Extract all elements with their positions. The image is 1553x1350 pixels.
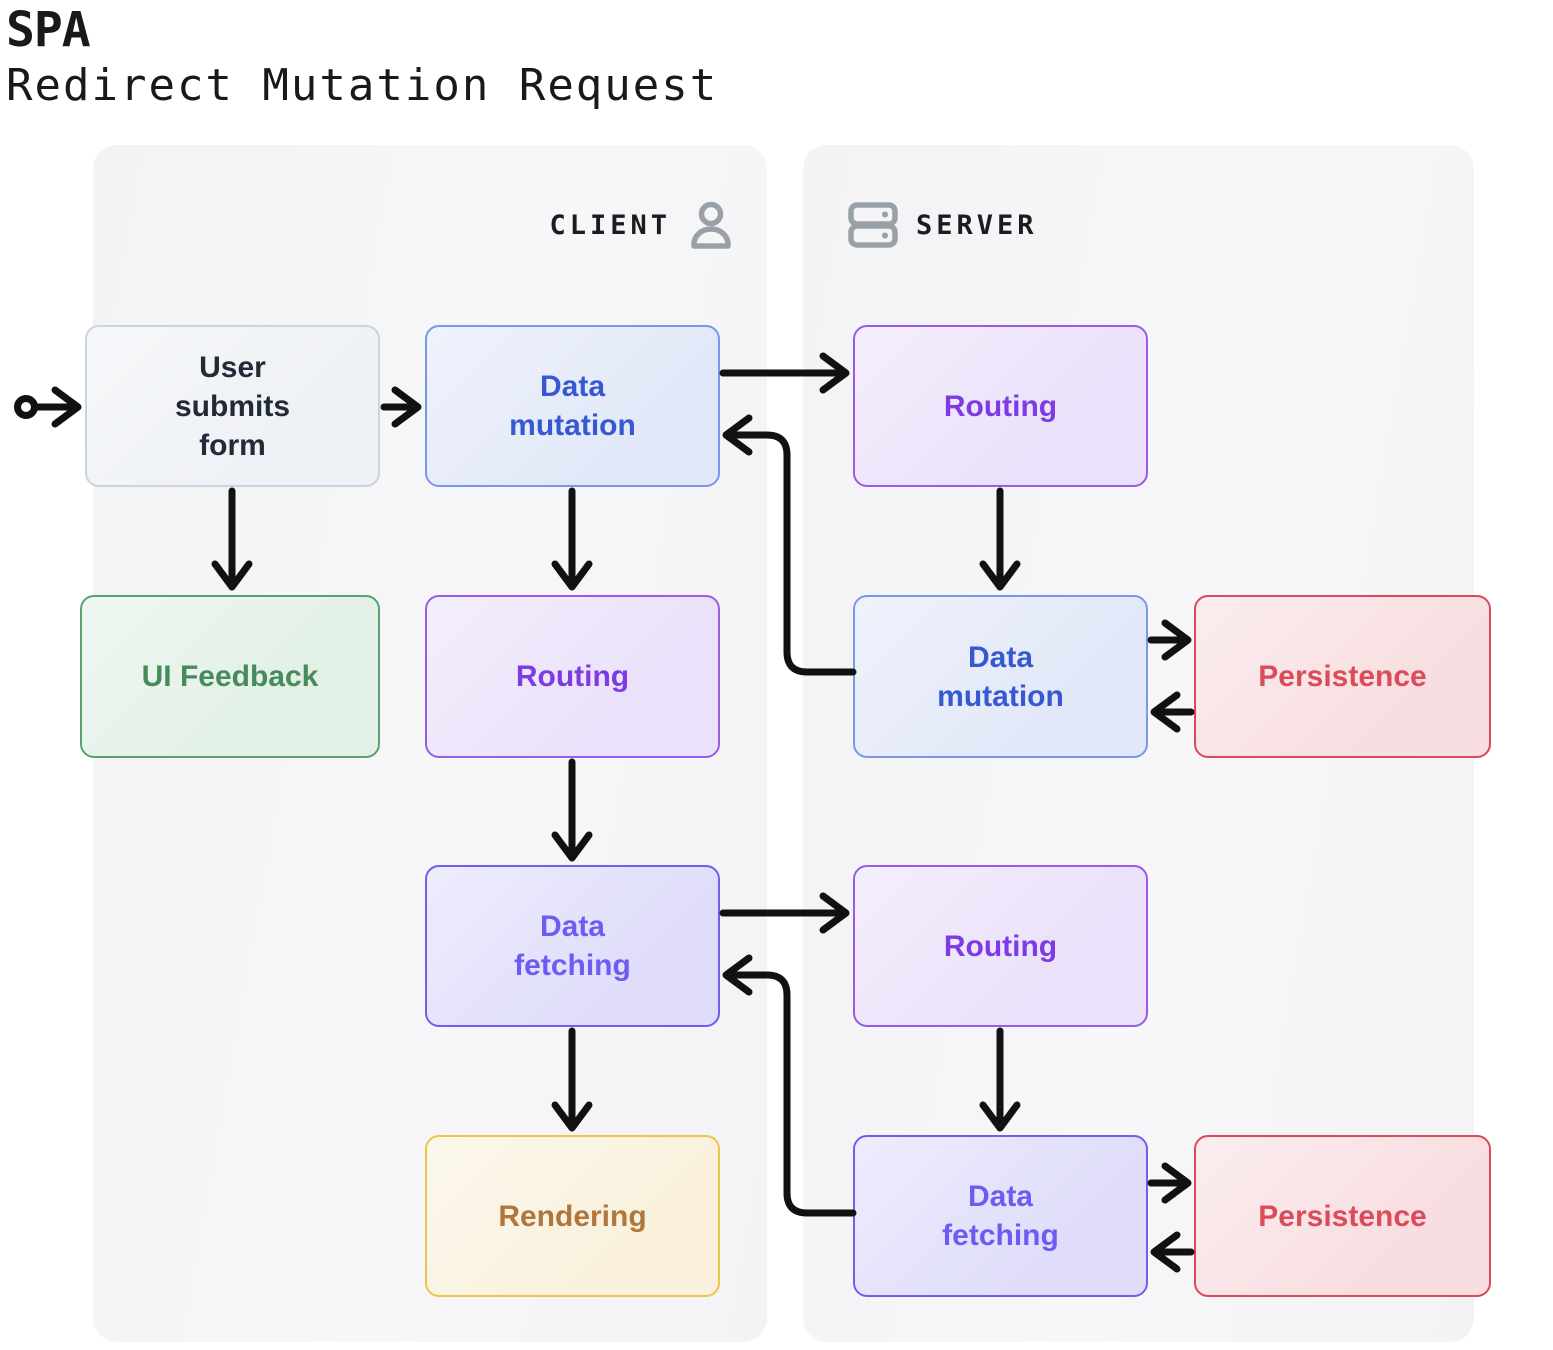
server-lane-label: SERVER: [916, 209, 1038, 241]
page-subtitle: Redirect Mutation Request: [6, 60, 719, 111]
start-circle-icon: [14, 395, 38, 419]
node-ui-feedback: UI Feedback: [80, 595, 380, 758]
node-user-submits-form: User submits form: [85, 325, 380, 487]
node-routing-server-1: Routing: [853, 325, 1148, 487]
node-persistence-1: Persistence: [1194, 595, 1491, 758]
node-routing-server-2: Routing: [853, 865, 1148, 1027]
node-data-mutation-client: Data mutation: [425, 325, 720, 487]
page-title: SPA: [6, 2, 91, 58]
client-lane-label: CLIENT: [549, 209, 671, 241]
client-lane-header: CLIENT: [93, 198, 733, 252]
node-routing-client: Routing: [425, 595, 720, 758]
node-persistence-2: Persistence: [1194, 1135, 1491, 1297]
node-data-fetching-client: Data fetching: [425, 865, 720, 1027]
node-rendering: Rendering: [425, 1135, 720, 1297]
person-icon: [691, 201, 731, 249]
node-data-mutation-server: Data mutation: [853, 595, 1148, 758]
server-lane-header: SERVER: [848, 198, 1038, 252]
node-data-fetching-server: Data fetching: [853, 1135, 1148, 1297]
server-icon: [848, 202, 898, 248]
